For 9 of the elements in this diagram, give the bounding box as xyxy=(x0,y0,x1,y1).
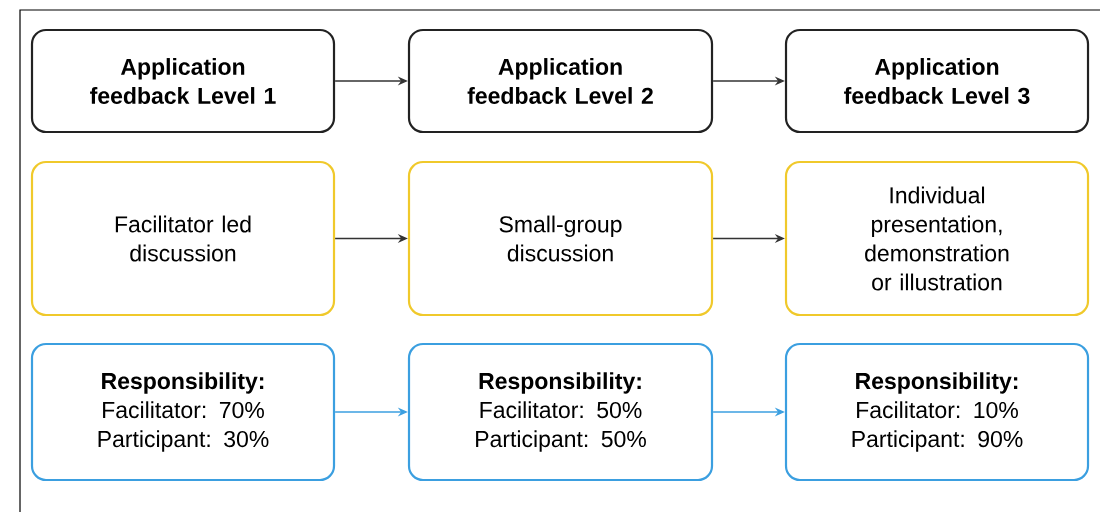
activity-box: Facilitator led discussion xyxy=(30,160,336,317)
responsibility-box: Responsibility: Facilitator: 70% Participant: 30% xyxy=(30,342,336,482)
responsibility-box: Responsibility: Facilitator: 10% Participant: 90% xyxy=(784,342,1090,482)
heading-box: Application feedback Level 3 xyxy=(784,28,1090,134)
heading-box: Application feedback Level 2 xyxy=(407,28,714,134)
activity-box: Individual presentation, demonstration or illustration xyxy=(784,160,1090,317)
activity-box: Small-group discussion xyxy=(407,160,714,317)
responsibility-box: Responsibility: Facilitator: 50% Participant: 50% xyxy=(407,342,714,482)
heading-box: Application feedback Level 1 xyxy=(30,28,336,134)
